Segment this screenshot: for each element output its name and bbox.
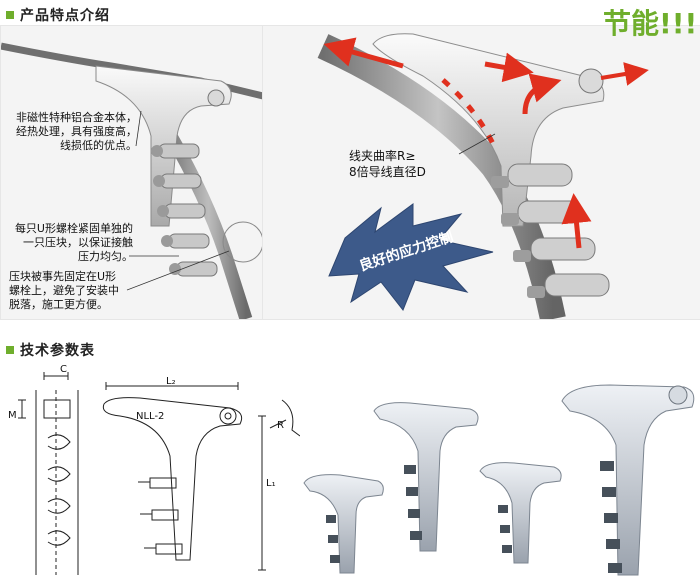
block-line-2: 螺栓上，避免了安装中	[9, 284, 119, 297]
specs-section-header: 技术参数表	[6, 340, 95, 360]
dim-m-label: M	[8, 410, 17, 421]
dim-c-label: C	[60, 364, 67, 375]
features-section-header: 产品特点介绍	[6, 5, 110, 25]
bolt-line-2: 一只压块，以保证接触	[23, 236, 133, 249]
bolt-line-1: 每只U形螺栓紧固单独的	[14, 222, 133, 235]
energy-saving-headline: 节能!!!	[603, 7, 698, 40]
product-photo-group	[303, 384, 695, 576]
product-clamp-1	[303, 474, 384, 574]
alloy-line-1: 非磁性特种铝合金本体，	[16, 111, 137, 124]
radius-note-line-1: 线夹曲率R≥	[349, 149, 416, 163]
bolt-line-3: 压力均匀。	[78, 250, 133, 263]
product-clamp-2	[373, 402, 479, 552]
section-marker-icon	[6, 11, 14, 19]
product-clamp-3	[479, 462, 562, 564]
alloy-callout: 非磁性特种铝合金本体， 经热处理，具有强度高， 线损低的优点。	[15, 111, 137, 153]
dim-l1-label: L₁	[266, 478, 276, 489]
alloy-line-2: 经热处理，具有强度高，	[16, 125, 137, 138]
clamp-illustration-left	[1, 42, 263, 319]
alloy-line-3: 线损低的优点。	[60, 139, 137, 152]
radius-note-line-2: 8倍导线直径D	[349, 165, 426, 179]
model-label: NLL-2	[136, 411, 165, 422]
product-clamp-4	[561, 384, 695, 576]
section-marker-icon-2	[6, 346, 14, 354]
bolt-callout: 每只U形螺栓紧固单独的 一只压块，以保证接触 压力均匀。	[5, 222, 133, 264]
specs-title: 技术参数表	[20, 343, 95, 359]
feature-panel-left: 非磁性特种铝合金本体， 经热处理，具有强度高， 线损低的优点。 每只U形螺栓紧固…	[0, 25, 264, 320]
block-line-1: 压块被事先固定在U形	[9, 270, 117, 283]
technical-drawing	[18, 372, 300, 575]
block-callout: 压块被事先固定在U形 螺栓上，避免了安装中 脱落，施工更方便。	[9, 270, 133, 312]
radius-note: 线夹曲率R≥ 8倍导线直径D	[349, 148, 426, 180]
block-line-3: 脱落，施工更方便。	[9, 298, 108, 311]
clamp-illustration-right	[317, 33, 649, 319]
features-title: 产品特点介绍	[20, 8, 110, 24]
burst-shape	[328, 203, 494, 311]
dim-r-label: R	[277, 420, 284, 431]
feature-panel-right: 节能!!! 线夹曲率R≥ 8倍导线直径D 良好的应力控制	[262, 7, 700, 320]
dim-l2-label: L₂	[166, 376, 176, 387]
